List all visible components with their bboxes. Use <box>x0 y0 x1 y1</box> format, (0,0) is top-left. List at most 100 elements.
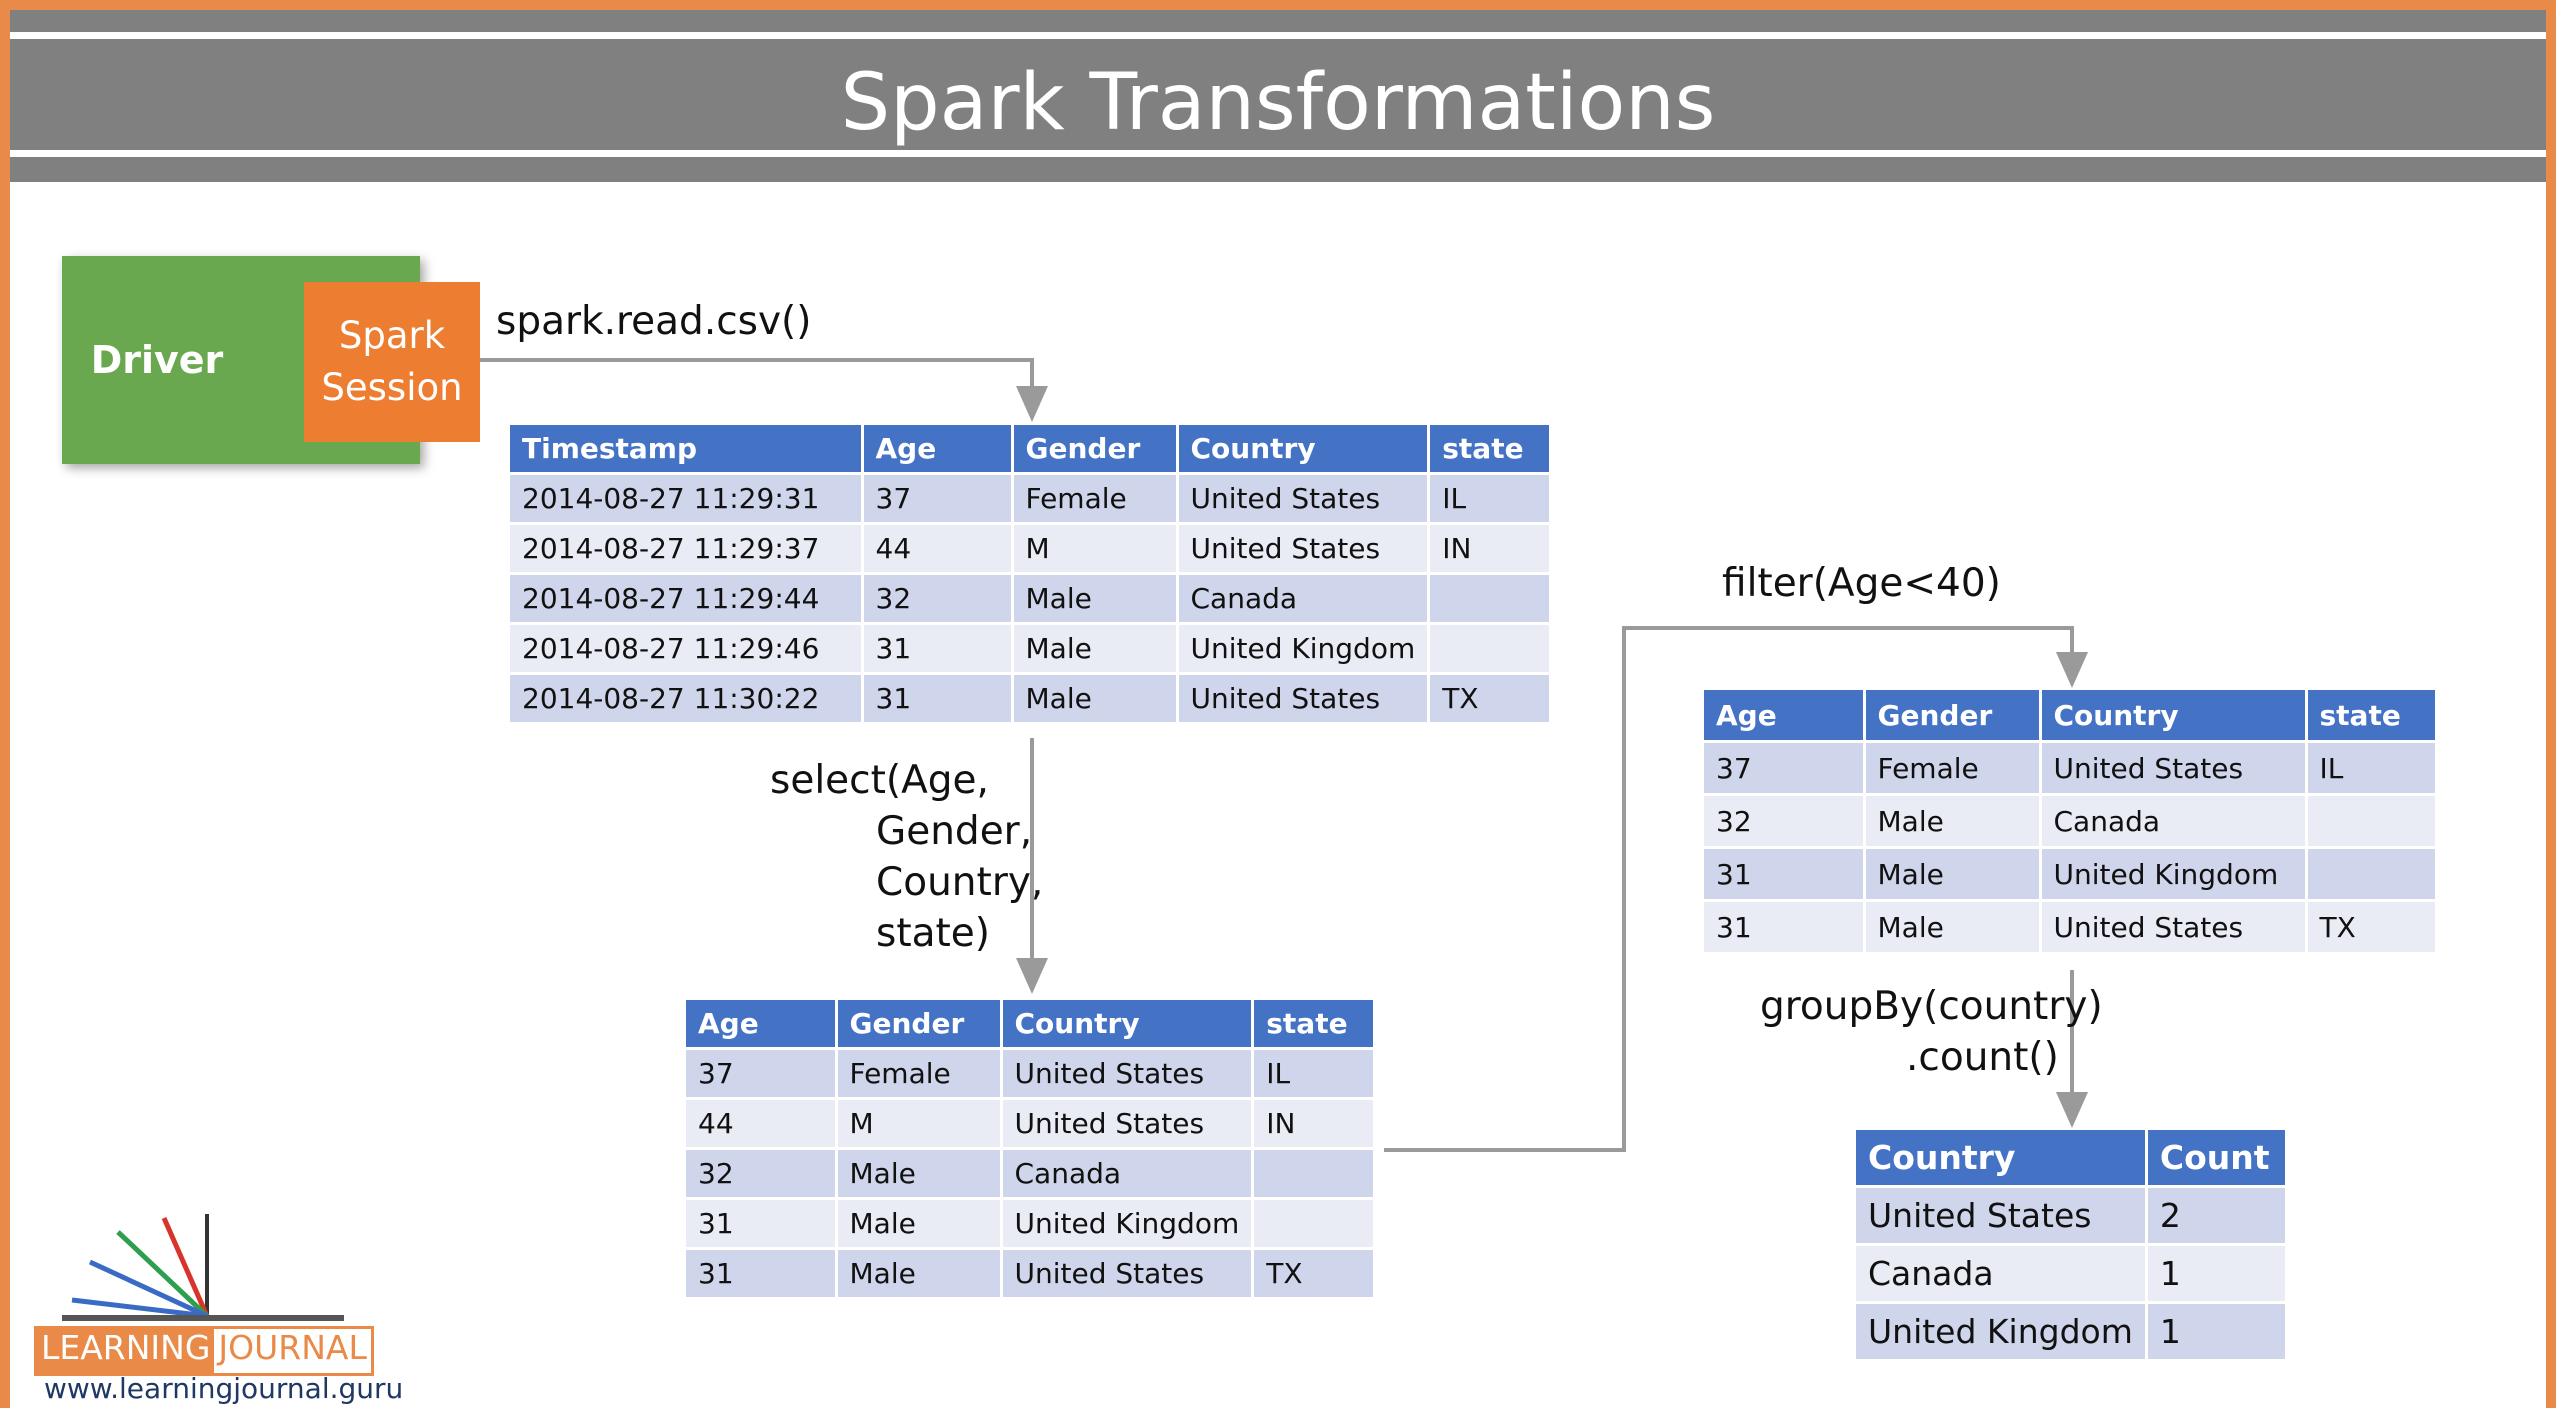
learning-journal-logo: LEARNING JOURNAL www.learningjournal.gur… <box>34 1210 403 1408</box>
table-row: 37 Female United States IL <box>1704 741 2438 796</box>
filter-operation-label: filter(Age<40) <box>1722 561 2001 606</box>
table-cell: 31 <box>1704 900 1866 955</box>
table-cell: 2014-08-27 11:30:22 <box>510 673 864 725</box>
selected-data-table: Age Gender Country state 37 Female Unite… <box>686 1000 1377 1300</box>
table-cell: United States <box>1001 1048 1255 1100</box>
table-cell: Female <box>1864 741 2042 796</box>
table-row: 2014-08-27 11:30:22 31 Male United State… <box>510 673 1553 725</box>
table-cell <box>2306 847 2438 902</box>
table-cell: 31 <box>686 1198 838 1250</box>
table-header-row: Country Count <box>1856 1130 2288 1188</box>
table-cell: 2014-08-27 11:29:31 <box>510 473 864 525</box>
table-row: 32 Male Canada <box>1704 794 2438 849</box>
title-stripe-bottom <box>10 150 2546 157</box>
table-cell: Male <box>836 1248 1003 1300</box>
table-cell: IL <box>1428 473 1553 525</box>
table-cell: IN <box>1252 1098 1377 1150</box>
column-header: Country <box>1001 1000 1255 1050</box>
table-cell: 37 <box>1704 741 1866 796</box>
table-cell: 31 <box>686 1248 838 1300</box>
table-cell: 2014-08-27 11:29:37 <box>510 523 864 575</box>
title-bar: Spark Transformations <box>10 10 2546 182</box>
table-cell: 37 <box>686 1048 838 1100</box>
table-row: 44 M United States IN <box>686 1098 1377 1150</box>
table-cell: United Kingdom <box>1177 623 1431 675</box>
column-header: Timestamp <box>510 425 864 475</box>
table-cell: United States <box>1177 473 1431 525</box>
table-cell: 32 <box>862 573 1014 625</box>
column-header: Country <box>1177 425 1431 475</box>
logo-wordmark: LEARNING JOURNAL <box>34 1326 374 1376</box>
table-cell: TX <box>1428 673 1553 725</box>
table-cell: United States <box>2040 900 2308 955</box>
driver-label: Driver <box>90 338 224 382</box>
table-cell: IN <box>1428 523 1553 575</box>
table-cell: Male <box>1864 900 2042 955</box>
select-operation-line3: Country, <box>876 860 1044 905</box>
logo-word-journal: JOURNAL <box>214 1329 371 1373</box>
table-cell: United States <box>1001 1098 1255 1150</box>
table-cell: 32 <box>686 1148 838 1200</box>
table-cell <box>1428 623 1553 675</box>
table-cell: 32 <box>1704 794 1866 849</box>
column-header: state <box>1252 1000 1377 1050</box>
table-cell: United States <box>2040 741 2308 796</box>
table-cell <box>2306 794 2438 849</box>
table-cell: United Kingdom <box>1856 1302 2148 1362</box>
table-row: 37 Female United States IL <box>686 1048 1377 1100</box>
table-cell: Male <box>1012 673 1179 725</box>
page-title: Spark Transformations <box>840 58 1716 148</box>
table-cell: Male <box>1012 623 1179 675</box>
table-cell: 2 <box>2146 1186 2288 1246</box>
read-operation-label: spark.read.csv() <box>496 299 812 344</box>
table-cell: 1 <box>2146 1244 2288 1304</box>
logo-rays-icon <box>62 1214 344 1321</box>
table-row: 31 Male United States TX <box>686 1248 1377 1300</box>
table-cell: Male <box>1864 847 2042 902</box>
arrow-filter <box>1384 626 2088 1152</box>
table-cell: Male <box>1012 573 1179 625</box>
table-cell: 31 <box>862 673 1014 725</box>
table-cell: United States <box>1177 523 1431 575</box>
table-cell: TX <box>2306 900 2438 955</box>
table-cell: 31 <box>862 623 1014 675</box>
column-header: Gender <box>836 1000 1003 1050</box>
table-cell <box>1252 1148 1377 1200</box>
table-cell: United States <box>1177 673 1431 725</box>
select-operation-line1: select(Age, <box>770 758 989 803</box>
table-cell <box>1252 1198 1377 1250</box>
table-cell: 31 <box>1704 847 1866 902</box>
table-cell: Female <box>1012 473 1179 525</box>
table-cell: IL <box>2306 741 2438 796</box>
table-cell: 44 <box>862 523 1014 575</box>
table-row: Canada 1 <box>1856 1244 2288 1304</box>
table-cell: 2014-08-27 11:29:44 <box>510 573 864 625</box>
table-cell: IL <box>1252 1048 1377 1100</box>
table-cell: Female <box>836 1048 1003 1100</box>
table-row: 2014-08-27 11:29:44 32 Male Canada <box>510 573 1553 625</box>
table-cell: 37 <box>862 473 1014 525</box>
column-header: state <box>2306 690 2438 743</box>
table-cell: United States <box>1856 1186 2148 1246</box>
table-cell: Canada <box>2040 794 2308 849</box>
column-header: Country <box>1856 1130 2148 1188</box>
table-cell: United States <box>1001 1248 1255 1300</box>
column-header: Gender <box>1012 425 1179 475</box>
table-cell: Male <box>1864 794 2042 849</box>
spark-session-line2: Session <box>321 366 463 409</box>
column-header: Country <box>2040 690 2308 743</box>
column-header: Count <box>2146 1130 2288 1188</box>
table-row: United States 2 <box>1856 1186 2288 1246</box>
table-cell: TX <box>1252 1248 1377 1300</box>
table-cell: 44 <box>686 1098 838 1150</box>
column-header: Age <box>686 1000 838 1050</box>
table-cell: Male <box>836 1198 1003 1250</box>
column-header: Age <box>862 425 1014 475</box>
filtered-data-table: Age Gender Country state 37 Female Unite… <box>1704 690 2438 955</box>
table-row: 2014-08-27 11:29:31 37 Female United Sta… <box>510 473 1553 525</box>
column-header: state <box>1428 425 1553 475</box>
table-cell: United Kingdom <box>2040 847 2308 902</box>
groupby-operation-line1: groupBy(country) <box>1760 984 2103 1029</box>
table-cell: M <box>836 1098 1003 1150</box>
table-row: 2014-08-27 11:29:46 31 Male United Kingd… <box>510 623 1553 675</box>
